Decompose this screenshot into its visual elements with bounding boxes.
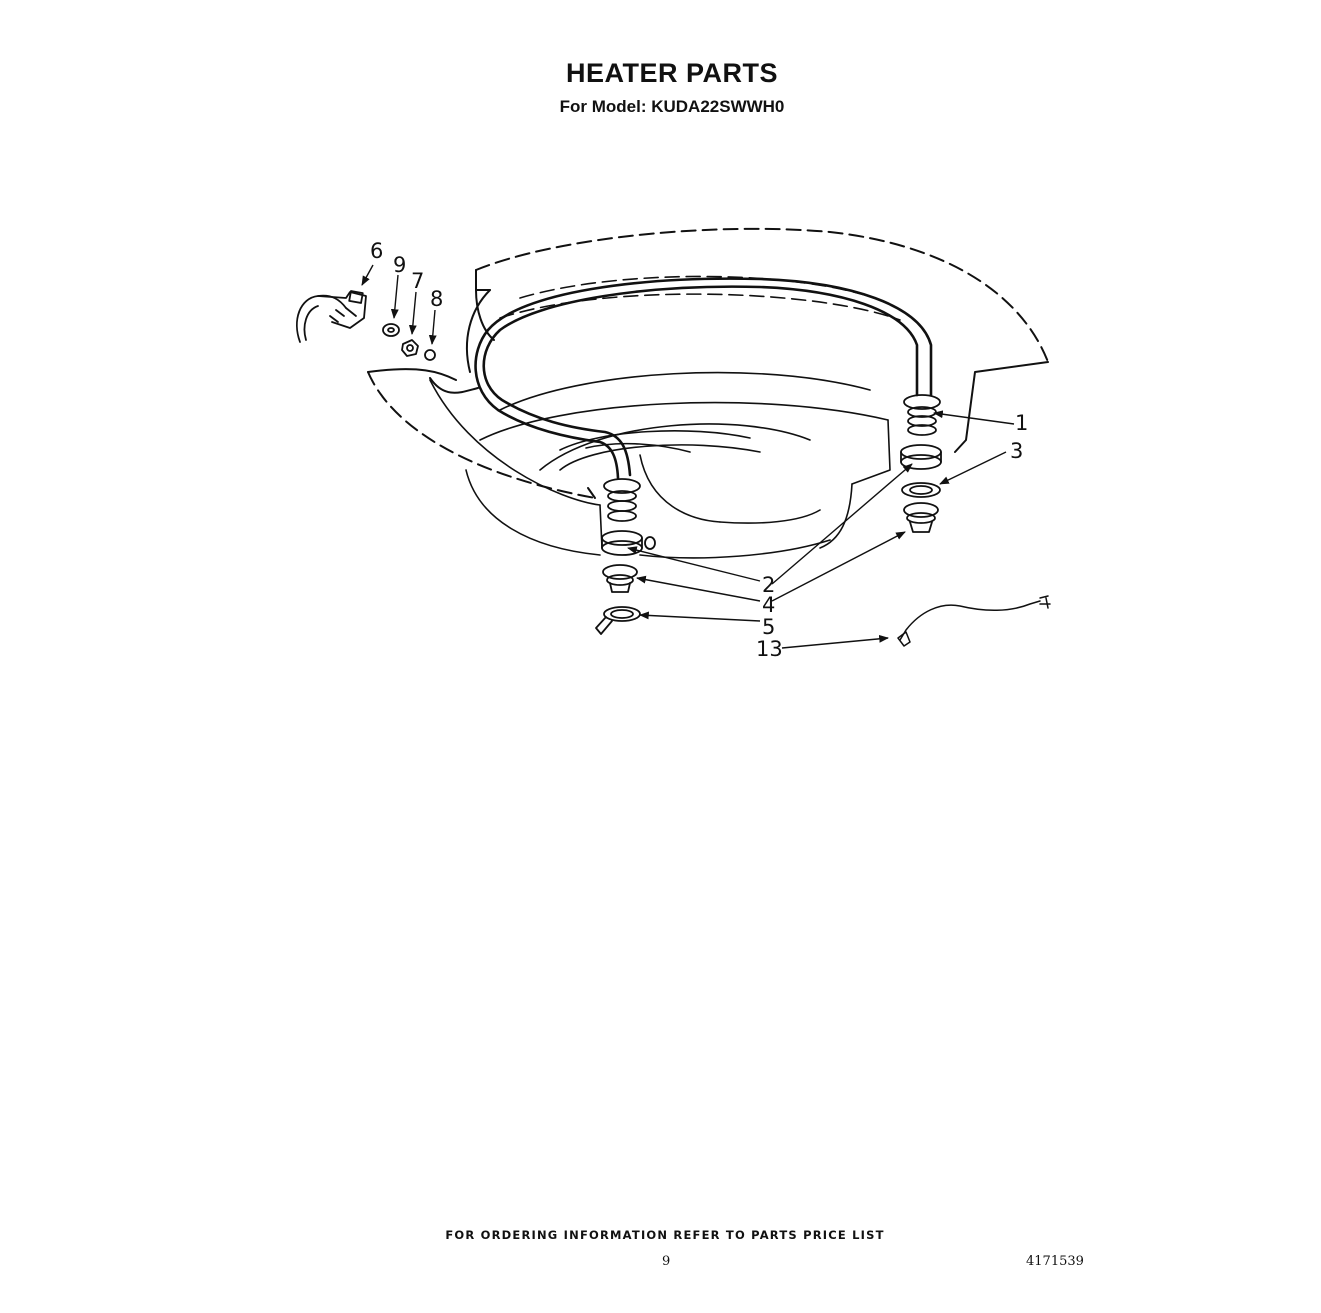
callout-9: 9 [393, 253, 406, 277]
document-number: 4171539 [1026, 1254, 1084, 1269]
power-cord [897, 595, 1051, 647]
callout-1: 1 [1015, 411, 1028, 435]
callout-3: 3 [1010, 439, 1023, 463]
callout-13: 13 [756, 637, 783, 661]
callout-6: 6 [370, 239, 383, 263]
callout-7: 7 [411, 269, 424, 293]
left-terminal-parts [595, 478, 656, 635]
tub-flange [367, 227, 1049, 499]
small-hardware [382, 323, 436, 361]
page-number: 9 [662, 1254, 671, 1269]
page-title: HEATER PARTS [565, 58, 778, 88]
callout-5: 5 [762, 615, 775, 639]
tub-bowl [429, 275, 901, 559]
right-terminal-parts [900, 394, 942, 533]
thermostat-assembly [296, 290, 367, 343]
heater-element [474, 277, 933, 480]
callout-4: 4 [762, 593, 775, 617]
leader-lines [361, 264, 1015, 649]
model-subtitle: For Model: KUDA22SWWH0 [559, 97, 785, 116]
callout-8: 8 [430, 287, 443, 311]
callout-2: 2 [762, 573, 775, 597]
ordering-info-note: FOR ORDERING INFORMATION REFER TO PARTS … [445, 1228, 885, 1242]
